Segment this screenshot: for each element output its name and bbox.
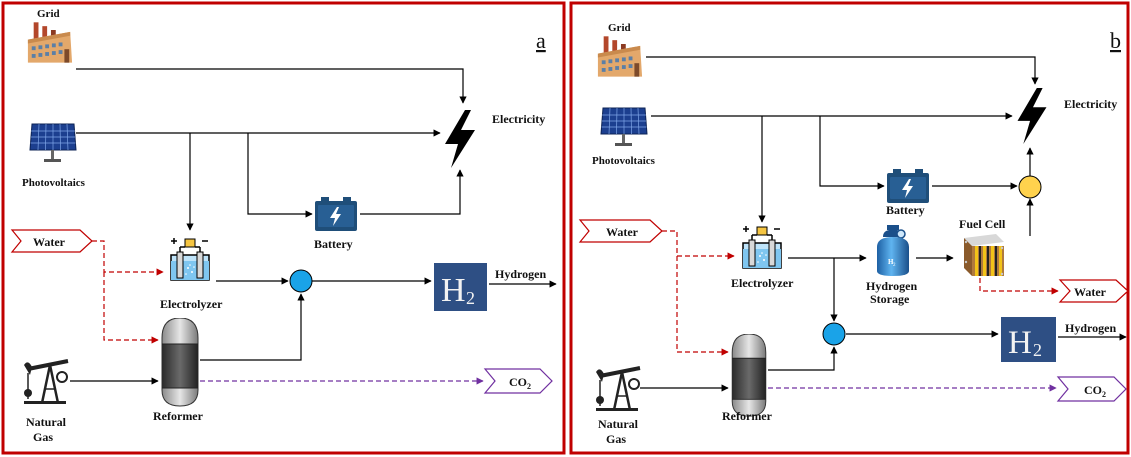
panel-b-flows	[640, 56, 1127, 392]
hydrogen-storage-label-2: Storage	[870, 292, 910, 306]
co2-label: CO2	[1084, 383, 1106, 399]
photovoltaics-label: Photovoltaics	[22, 177, 86, 189]
water-input-tag	[578, 219, 663, 243]
water-label: Water	[606, 225, 639, 239]
reformer-label: Reformer	[722, 409, 773, 423]
fuel-cell-icon	[964, 234, 1004, 276]
hydrogen-tile-icon: H 2	[434, 263, 487, 311]
battery-label: Battery	[314, 237, 353, 251]
hydrogen-label: Hydrogen	[495, 267, 546, 281]
co2-label: CO2	[509, 375, 531, 391]
electrolyzer-label: Electrolyzer	[160, 297, 223, 311]
battery-icon	[887, 169, 929, 203]
panel-a-flows	[70, 68, 557, 385]
gas-tank-icon: H 2	[876, 225, 910, 277]
hydrogen-label: Hydrogen	[1065, 321, 1116, 335]
svg-text:2: 2	[466, 288, 475, 308]
panel-letter-b: b	[1110, 28, 1121, 53]
water-input-tag	[10, 229, 93, 253]
hydrogen-tile-icon: H 2	[1001, 317, 1056, 362]
mixer-node-icon	[289, 269, 313, 293]
pump-jack-icon	[22, 359, 70, 405]
svg-text:2: 2	[893, 263, 896, 268]
svg-text:H: H	[1008, 325, 1032, 361]
lightning-bolt-icon	[445, 110, 475, 168]
svg-text:2: 2	[1033, 340, 1042, 360]
fuel-cell-label: Fuel Cell	[959, 217, 1006, 231]
panel-b-frame	[569, 1, 1130, 455]
grid-label: Grid	[608, 22, 631, 34]
electricity-label: Electricity	[1064, 97, 1117, 111]
reformer-icon	[731, 334, 767, 417]
co2-output-tag	[1056, 376, 1127, 402]
panel-a: a Grid Photovoltaics Electricity Battery…	[1, 1, 566, 455]
water-output-label: Water	[1074, 285, 1107, 299]
mixer-node-icon	[1018, 175, 1042, 199]
natural-gas-label-1: Natural	[26, 415, 67, 429]
factory-icon	[27, 22, 73, 63]
co2-output-tag	[483, 368, 553, 394]
pump-jack-icon	[594, 366, 642, 412]
electrolyzer-icon	[742, 226, 782, 269]
lightning-bolt-icon	[1017, 88, 1047, 144]
natural-gas-label-1: Natural	[598, 417, 639, 431]
svg-text:H: H	[441, 272, 466, 309]
photovoltaics-label: Photovoltaics	[592, 155, 656, 167]
water-label: Water	[33, 235, 66, 249]
panel-b-water-flows	[662, 230, 1059, 356]
panel-a-frame	[1, 1, 566, 455]
svg-text:H: H	[888, 258, 894, 266]
battery-icon	[315, 197, 357, 231]
battery-label: Battery	[886, 203, 925, 217]
hydrogen-storage-label-1: Hydrogen	[866, 279, 917, 293]
solar-panel-icon	[600, 107, 648, 147]
mixer-node-icon	[822, 322, 846, 346]
natural-gas-label-2: Gas	[606, 432, 626, 446]
panel-b: b Grid Photovoltaics Electricity Battery…	[569, 1, 1130, 455]
electrolyzer-label: Electrolyzer	[731, 276, 794, 290]
solar-panel-icon	[29, 123, 77, 163]
reformer-icon	[161, 318, 199, 407]
reformer-label: Reformer	[153, 409, 204, 423]
natural-gas-label-2: Gas	[33, 430, 53, 444]
panel-letter-a: a	[536, 28, 546, 53]
factory-icon	[597, 36, 643, 77]
electricity-label: Electricity	[492, 112, 545, 126]
electrolyzer-icon	[170, 238, 210, 281]
panel-a-water-flows	[92, 240, 164, 344]
grid-label: Grid	[37, 8, 60, 20]
water-output-tag	[1058, 279, 1129, 303]
